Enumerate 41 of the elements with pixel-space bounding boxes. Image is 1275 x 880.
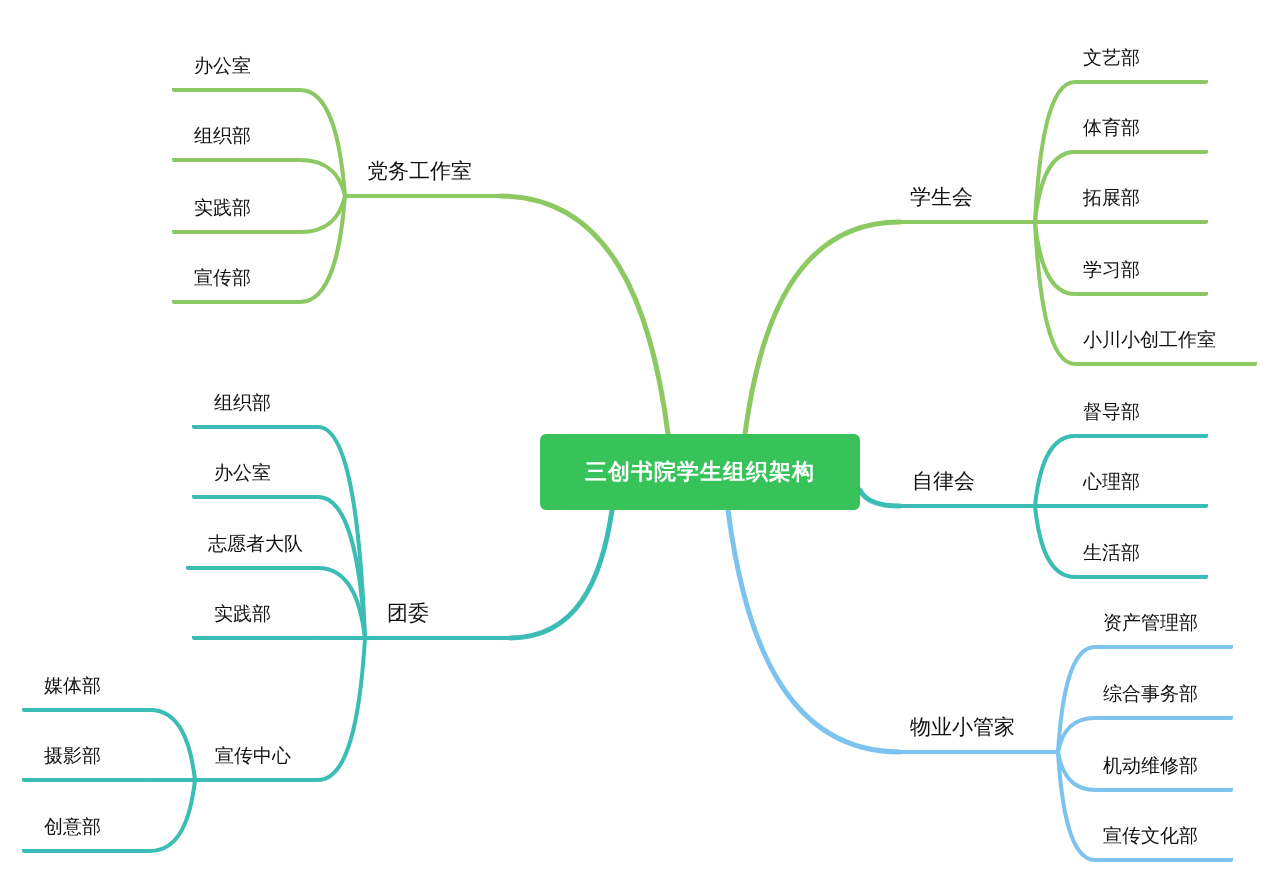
topic-label: 督导部 (1075, 394, 1208, 438)
topic-label: 心理部 (1075, 464, 1208, 508)
topic-label: 实践部 (192, 596, 318, 640)
topic-label: 文艺部 (1075, 40, 1208, 84)
branch-line (148, 778, 197, 853)
topic-label: 志愿者大队 (186, 526, 318, 570)
topic-label: 团委 (365, 596, 510, 640)
branch-line (497, 193, 671, 437)
branch-line (725, 507, 903, 755)
topic-label: 资产管理部 (1095, 605, 1233, 649)
topic-label: 组织部 (172, 118, 300, 162)
topic-label: 宣传中心 (195, 738, 318, 782)
topic-label: 生活部 (1075, 535, 1208, 579)
topic-label: 媒体部 (22, 668, 150, 712)
topic-label: 物业小管家 (900, 710, 1058, 754)
branch-line (316, 636, 367, 782)
root-topic-box: 三创书院学生组织架构 (540, 434, 860, 510)
topic-label: 小川小创工作室 (1075, 322, 1257, 366)
topic-label: 摄影部 (22, 738, 150, 782)
topic-label: 自律会 (900, 464, 1035, 508)
topic-label: 宣传文化部 (1095, 818, 1233, 862)
branch-line (1033, 504, 1077, 579)
topic-label: 组织部 (192, 385, 318, 429)
branch-line (298, 194, 347, 304)
topic-label: 学生会 (900, 180, 1035, 224)
topic-label: 办公室 (172, 48, 300, 92)
topic-label: 实践部 (172, 190, 300, 234)
topic-label: 党务工作室 (345, 154, 500, 198)
topic-label: 办公室 (192, 455, 318, 499)
topic-label: 综合事务部 (1095, 676, 1233, 720)
branch-line (298, 158, 347, 198)
topic-label: 拓展部 (1075, 180, 1208, 224)
branch-line (507, 507, 615, 641)
topic-label: 机动维修部 (1095, 748, 1233, 792)
topic-label: 体育部 (1075, 110, 1208, 154)
branch-line (1056, 716, 1097, 754)
topic-label: 创意部 (22, 809, 150, 853)
topic-label: 学习部 (1075, 252, 1208, 296)
topic-label: 宣传部 (172, 260, 300, 304)
branch-line (1056, 750, 1097, 862)
branch-line (742, 219, 903, 437)
